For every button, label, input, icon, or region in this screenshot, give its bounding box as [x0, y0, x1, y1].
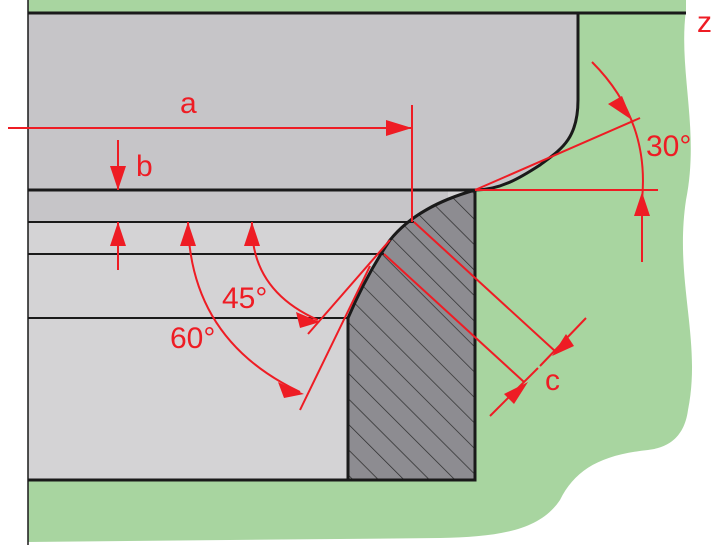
- dim-b-arrow-down: [110, 166, 126, 190]
- label-b: b: [136, 150, 153, 183]
- angle-60-arc: [187, 221, 301, 393]
- angle-30-arrow-top: [608, 96, 632, 120]
- label-angle-30: 30°: [646, 130, 691, 163]
- label-angle-45: 45°: [222, 282, 267, 315]
- dim-c-arrow-1: [552, 334, 574, 356]
- dim-c-ext-1: [413, 221, 557, 353]
- label-z: z: [697, 6, 712, 39]
- label-angle-60: 60°: [170, 322, 215, 355]
- angle-30-arc: [591, 61, 644, 201]
- angle-45-leg: [307, 239, 391, 335]
- angle-60-arrow-bottom: [278, 382, 304, 398]
- angle-45-arrow-bottom: [296, 312, 320, 328]
- label-c: c: [545, 364, 560, 397]
- arrowheads: [110, 96, 650, 404]
- lower-part-top-band: [28, 190, 448, 222]
- dim-a-arrow: [386, 120, 412, 136]
- outlines: [27, 0, 686, 545]
- angle-30-arrow-bottom: [634, 192, 650, 216]
- dim-b-arrow-up: [110, 222, 126, 246]
- dim-c-ext-2: [383, 253, 525, 383]
- angle-45-arrow-top: [244, 222, 260, 246]
- labels: a b c z 30° 45° 60°: [136, 6, 712, 397]
- angle-30-leg-sloped: [474, 117, 641, 191]
- hatch-lines: [348, 190, 475, 480]
- label-a: a: [180, 87, 197, 120]
- angle-60-leg: [299, 265, 371, 411]
- upper-part: [28, 13, 578, 190]
- angle-60-arrow-top: [180, 222, 196, 246]
- upper-part-fillet: [474, 13, 580, 192]
- dim-c-arrow-2: [504, 382, 528, 404]
